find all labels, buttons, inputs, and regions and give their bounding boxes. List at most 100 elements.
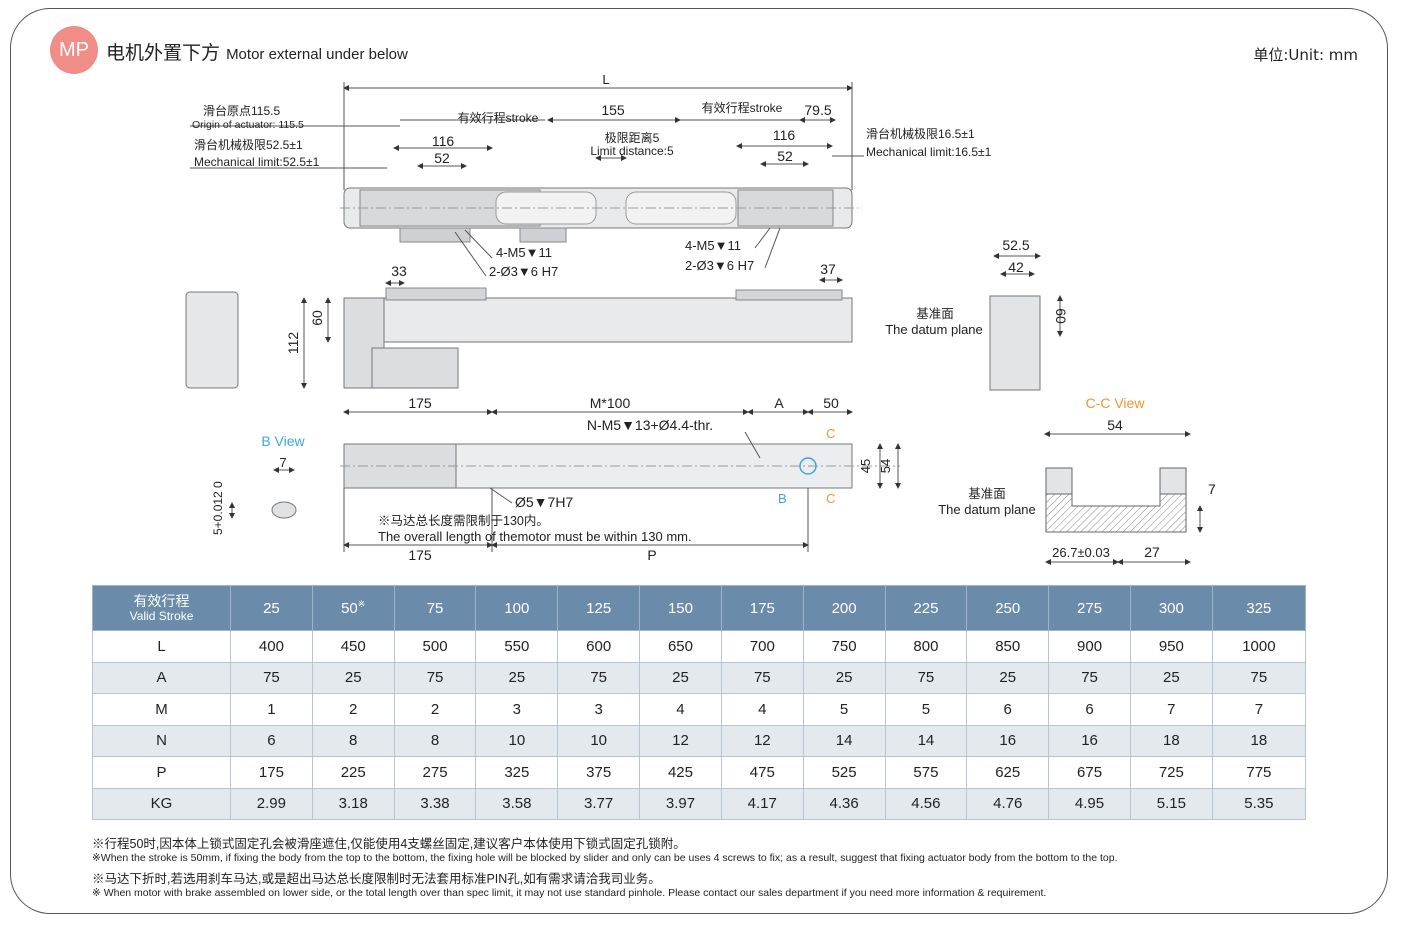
table-header-row: 有效行程 Valid Stroke 25 50※ 75 100 125 150 … bbox=[92, 585, 1307, 631]
stroke-col: 325 bbox=[1211, 585, 1307, 631]
table-cell: 5 bbox=[884, 693, 968, 726]
mech-left-en: Mechanical limit:52.5±1 bbox=[194, 155, 320, 169]
limit-cn: 极限距离5 bbox=[605, 130, 660, 145]
series-badge: MP bbox=[50, 26, 98, 74]
stroke-col-value: 50 bbox=[341, 600, 358, 617]
stroke-header-cn: 有效行程 bbox=[133, 593, 190, 609]
table-cell: 14 bbox=[884, 724, 968, 757]
table-cell: 1000 bbox=[1211, 630, 1307, 663]
stroke-header-en: Valid Stroke bbox=[129, 609, 194, 623]
top-view-labels: L 有效行程stroke 155 有效行程stroke 79.5 滑台原点115… bbox=[192, 72, 992, 279]
tolerance: 5+0.012 0 bbox=[211, 481, 225, 535]
table-cell: 700 bbox=[720, 630, 804, 663]
spec-table: 有效行程 Valid Stroke 25 50※ 75 100 125 150 … bbox=[92, 585, 1307, 820]
stroke-col: 175 bbox=[720, 585, 804, 631]
cc-view bbox=[1044, 431, 1203, 565]
page-title: 电机外置下方 Motor external under below bbox=[106, 38, 408, 65]
table-cell: 4.76 bbox=[966, 787, 1050, 820]
page-frame bbox=[10, 8, 1388, 914]
table-cell: 75 bbox=[557, 661, 641, 694]
table-cell: 625 bbox=[966, 756, 1050, 789]
hole-spec: Ø5▼7H7 bbox=[515, 494, 573, 510]
dim-116-right: 116 bbox=[773, 127, 796, 143]
stroke-col: 100 bbox=[475, 585, 559, 631]
stroke-left-label: 有效行程stroke bbox=[458, 110, 539, 125]
table-cell: 16 bbox=[1048, 724, 1131, 757]
table-cell: 2.99 bbox=[230, 787, 313, 820]
table-cell: 5 bbox=[802, 693, 886, 726]
stroke-col: 250 bbox=[966, 585, 1050, 631]
motor-note-cn: ※马达总长度需限制于130内。 bbox=[378, 513, 549, 528]
table-cell: 3.38 bbox=[393, 787, 477, 820]
dim-52-right: 52 bbox=[777, 148, 793, 164]
table-cell: 175 bbox=[230, 756, 313, 789]
b-view-label: B View bbox=[261, 433, 305, 449]
dim-52-5: 52.5 bbox=[1002, 237, 1029, 253]
table-cell: 10 bbox=[557, 724, 641, 757]
table-cell: 75 bbox=[884, 661, 968, 694]
datum-en-2: The datum plane bbox=[938, 502, 1036, 517]
stroke-col: 75 bbox=[393, 585, 477, 631]
table-cell: 425 bbox=[639, 756, 722, 789]
dim-P: P bbox=[647, 547, 656, 563]
table-cell: 275 bbox=[393, 756, 477, 789]
table-cell: 475 bbox=[720, 756, 804, 789]
table-cell: 7 bbox=[1129, 693, 1213, 726]
mech-right-en: Mechanical limit:16.5±1 bbox=[866, 145, 992, 159]
table-cell: 800 bbox=[884, 630, 968, 663]
dim-79-5: 79.5 bbox=[804, 102, 831, 118]
table-cell: 3.97 bbox=[639, 787, 722, 820]
mech-right-cn: 滑台机械极限16.5±1 bbox=[866, 126, 975, 141]
dim-60: 60 bbox=[309, 310, 325, 326]
stroke-col: 150 bbox=[639, 585, 722, 631]
dim-175-top: 175 bbox=[408, 395, 432, 411]
table-cell: 6 bbox=[1048, 693, 1131, 726]
stroke-note-mark: ※ bbox=[357, 599, 366, 609]
front-view-labels: 33 37 60 112 52.5 42 60 基准面 The datum pl… bbox=[285, 237, 1069, 354]
table-cell: 4 bbox=[639, 693, 722, 726]
mech-left-cn: 滑台机械极限52.5±1 bbox=[194, 137, 303, 152]
table-cell: 325 bbox=[475, 756, 559, 789]
stroke-col: 50※ bbox=[311, 585, 395, 631]
table-cell: 75 bbox=[393, 661, 477, 694]
table-cell: 3.18 bbox=[311, 787, 395, 820]
b-mark: B bbox=[778, 491, 787, 506]
table-cell: 3.58 bbox=[475, 787, 559, 820]
top-view bbox=[190, 82, 864, 277]
table-cell: 2 bbox=[311, 693, 395, 726]
front-view bbox=[185, 253, 1063, 391]
table-cell: 575 bbox=[884, 756, 968, 789]
dim-175-bottom: 175 bbox=[408, 547, 432, 563]
dim-L: L bbox=[602, 72, 609, 87]
table-cell: 25 bbox=[639, 661, 722, 694]
screw-right: 4-M5▼11 bbox=[685, 238, 741, 253]
table-cell: 675 bbox=[1048, 756, 1131, 789]
table-cell: 4 bbox=[720, 693, 804, 726]
row-label: P bbox=[92, 756, 231, 789]
table-cell: 2 bbox=[393, 693, 477, 726]
bottom-view-labels: 175 M*100 A 50 N-M5▼13+Ø4.4-thr. B View … bbox=[211, 395, 893, 563]
table-cell: 525 bbox=[802, 756, 886, 789]
table-cell: 5.15 bbox=[1129, 787, 1213, 820]
table-cell: 3 bbox=[475, 693, 559, 726]
table-cell: 4.17 bbox=[720, 787, 804, 820]
pin-left: 2-Ø3▼6 H7 bbox=[489, 264, 558, 279]
table-cell: 725 bbox=[1129, 756, 1213, 789]
stroke-right-label: 有效行程stroke bbox=[702, 100, 783, 115]
stroke-col: 25 bbox=[230, 585, 313, 631]
motor-note-en: The overall length of themotor must be w… bbox=[378, 529, 692, 544]
unit-label: 单位:Unit: mm bbox=[1253, 46, 1358, 64]
row-label: A bbox=[92, 661, 231, 694]
stroke-header: 有效行程 Valid Stroke bbox=[92, 585, 231, 631]
footnotes: ※行程50时,因本体上锁式固定孔会被滑座遮住,仅能使用4支螺丝固定,建议客户本体… bbox=[92, 836, 1352, 900]
table-cell: 25 bbox=[1129, 661, 1213, 694]
note-1-cn: ※行程50时,因本体上锁式固定孔会被滑座遮住,仅能使用4支螺丝固定,建议客户本体… bbox=[92, 837, 686, 851]
note-2-cn: ※马达下折时,若选用刹车马达,或是超出马达总长度限制时无法套用标准PIN孔,如有… bbox=[92, 872, 661, 886]
table-cell: 75 bbox=[1048, 661, 1131, 694]
dim-52-left: 52 bbox=[434, 150, 450, 166]
stroke-col: 200 bbox=[802, 585, 886, 631]
row-label: M bbox=[92, 693, 231, 726]
